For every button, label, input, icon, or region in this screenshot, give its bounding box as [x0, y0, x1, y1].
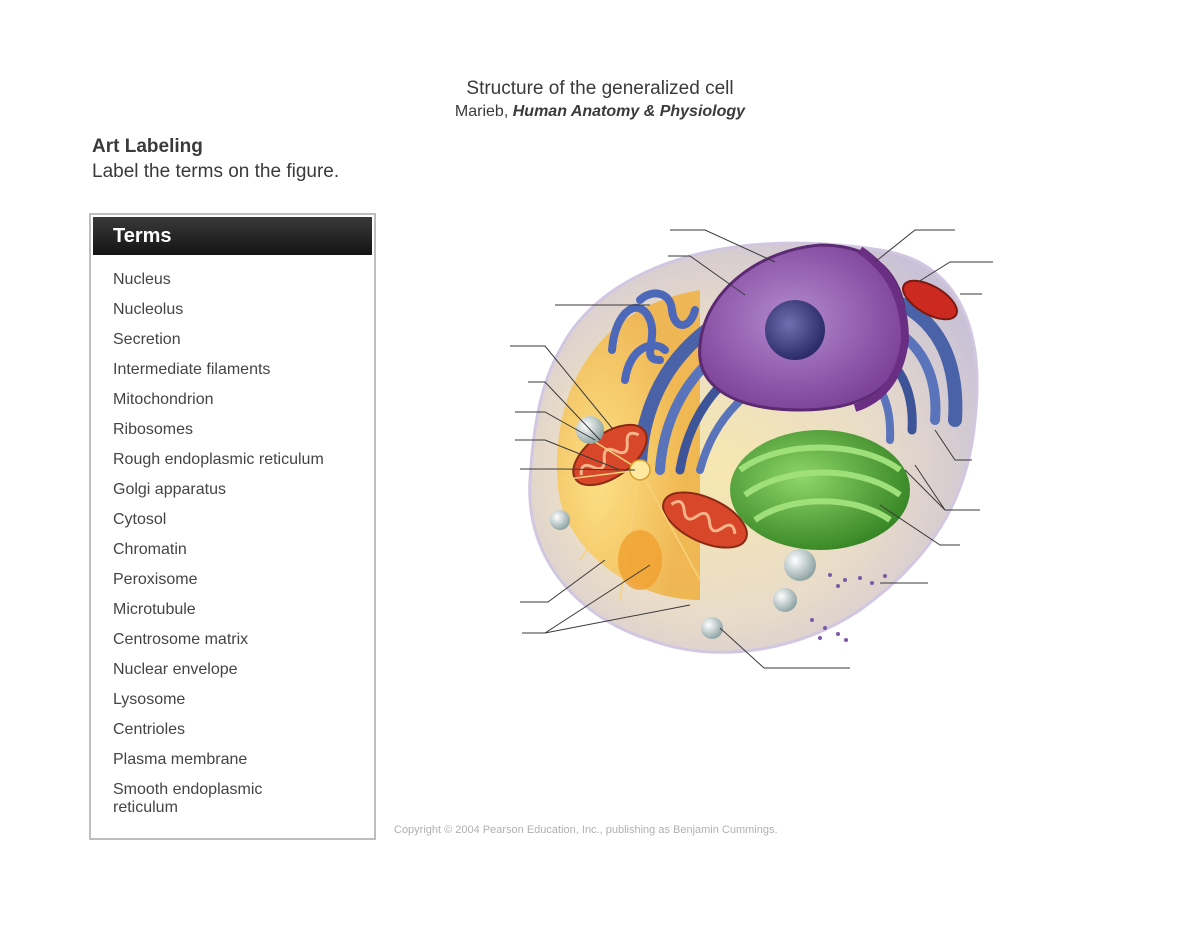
term-item[interactable]: Chromatin: [113, 541, 187, 558]
term-item[interactable]: Peroxisome: [113, 571, 198, 588]
term-item[interactable]: Microtubule: [113, 601, 196, 618]
term-item[interactable]: Centrioles: [113, 721, 186, 738]
label-leader-lines: [510, 229, 993, 669]
peroxisome: [701, 617, 723, 639]
smooth-er: [608, 289, 699, 384]
term-item[interactable]: Mitochondrion: [113, 391, 214, 408]
page-subtitle: Marieb, Human Anatomy & Physiology: [0, 103, 1200, 121]
term-item[interactable]: Nucleus: [113, 271, 171, 288]
terms-panel: Terms Nucleus Nucleolus Secretion Interm…: [89, 213, 376, 840]
term-item[interactable]: Nuclear envelope: [113, 661, 238, 678]
term-item[interactable]: Lysosome: [113, 691, 186, 708]
nucleus: [698, 243, 910, 412]
subtitle-book: Human Anatomy & Physiology: [512, 103, 746, 120]
terms-header: Terms: [93, 217, 372, 255]
term-item[interactable]: Centrosome matrix: [113, 631, 249, 648]
term-item[interactable]: Golgi apparatus: [113, 481, 226, 498]
term-item[interactable]: Rough endoplasmic reticulum: [113, 451, 324, 468]
nucleolus: [765, 300, 825, 360]
term-item[interactable]: Cytosol: [113, 511, 167, 528]
copyright-notice: Copyright © 2004 Pearson Education, Inc.…: [394, 824, 778, 836]
art-labeling-heading: Art Labeling: [92, 136, 203, 157]
vesicles: [550, 416, 816, 639]
subtitle-author: Marieb,: [454, 103, 509, 120]
terms-list: Nucleus Nucleolus Secretion Intermediate…: [113, 271, 324, 817]
mitochondria: [572, 279, 958, 549]
secretion-particles: [810, 573, 887, 642]
page-title: Structure of the generalized cell: [466, 78, 734, 99]
term-item[interactable]: Secretion: [113, 331, 181, 348]
term-item[interactable]: Smooth endoplasmic reticulum: [113, 781, 263, 816]
secretory-vesicle: [784, 549, 816, 581]
term-item[interactable]: Plasma membrane: [113, 751, 248, 768]
term-item[interactable]: Intermediate filaments: [113, 361, 271, 378]
term-item[interactable]: Ribosomes: [113, 421, 194, 438]
golgi-apparatus: [730, 430, 910, 550]
instructions-text: Label the terms on the figure.: [92, 161, 340, 182]
term-item[interactable]: Nucleolus: [113, 301, 184, 318]
